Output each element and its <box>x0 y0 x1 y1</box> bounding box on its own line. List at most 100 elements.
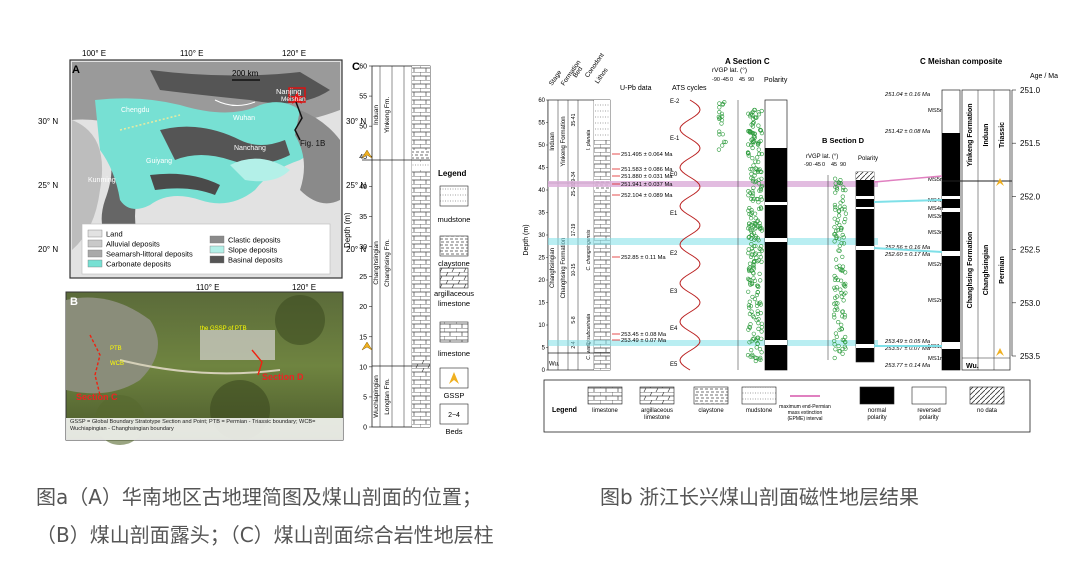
depth-tick-label: 10 <box>538 323 545 329</box>
panel-label-b: B <box>70 296 78 308</box>
column-header: Polarity <box>858 156 878 162</box>
vgp-point <box>746 251 751 256</box>
vgp-point <box>837 248 842 253</box>
vgp-point <box>756 200 761 205</box>
legend-label: argillaceous <box>641 408 673 414</box>
zone-label: MS1n <box>928 356 943 362</box>
vgp-point <box>759 197 764 202</box>
conodont-label: C. subcarinata <box>586 314 592 346</box>
vgp-point <box>843 346 848 351</box>
vgp-point <box>752 107 757 113</box>
vgp-point <box>759 350 764 355</box>
legend-label: reversed <box>917 408 940 414</box>
reversed-polarity <box>942 208 960 212</box>
composite-age-label: 252.60 ± 0.17 Ma <box>884 252 931 258</box>
vgp-point <box>719 118 725 123</box>
vgp-point <box>753 236 758 241</box>
vgp-point <box>836 320 841 325</box>
vgp-point <box>752 173 757 178</box>
depth-tick-label: 20 <box>538 278 545 284</box>
age-tick-label: 253.5 <box>1020 352 1041 361</box>
vgp-point <box>752 296 758 302</box>
vgp-point <box>755 290 760 295</box>
vgp-point <box>749 111 754 116</box>
depth-tick-label: 15 <box>538 301 545 307</box>
vgp-point <box>754 345 759 350</box>
legend-label: Slope deposits <box>228 246 277 255</box>
stage-label: Changhsingian <box>373 241 380 285</box>
lithology-fill <box>412 150 430 160</box>
legend-label: limestone <box>592 408 618 414</box>
vgp-point <box>754 255 759 260</box>
legend-label: Alluvial deposits <box>106 240 160 249</box>
upb-age-label: 252.85 ± 0.11 Ma <box>621 255 666 261</box>
vgp-point <box>746 235 751 240</box>
depth-tick-label: 0 <box>363 425 367 432</box>
vgp-point <box>756 123 761 128</box>
vgp-point <box>719 111 725 116</box>
reversed-polarity <box>856 196 874 199</box>
legend-swatch <box>87 229 103 238</box>
depth-tick-label: 60 <box>538 98 545 104</box>
vgp-point <box>753 216 758 221</box>
composite-age-label: 251.04 ± 0.16 Ma <box>884 92 931 98</box>
legend-label: Seamarsh-littoral deposits <box>106 250 193 259</box>
vgp-point <box>837 327 842 332</box>
vgp-point <box>837 349 843 354</box>
formation-label: Changhsing Fm. <box>384 239 391 287</box>
vgp-point <box>832 315 837 320</box>
vgp-point <box>717 132 722 137</box>
vgp-point <box>831 312 837 317</box>
vgp-point <box>758 127 763 132</box>
vgp-point <box>838 287 843 292</box>
stage-label: Wu. <box>549 362 560 368</box>
depth-tick-label: 55 <box>359 94 367 101</box>
panel-title: C Meishan composite <box>920 57 1003 66</box>
meishan-star-icon <box>290 91 304 104</box>
column-header: rVGP lat. (°) <box>806 154 838 160</box>
lithology-fill <box>412 162 430 170</box>
vgp-point <box>754 300 760 305</box>
vgp-point <box>759 336 764 341</box>
vgp-point <box>755 309 760 314</box>
vgp-point <box>833 257 839 262</box>
vgp-point <box>840 314 845 319</box>
vgp-point <box>751 276 756 281</box>
legend-label: maximum end-Permian <box>779 404 831 410</box>
bed-label: 10-15 <box>571 263 577 276</box>
vgp-tick-label: 0 <box>730 77 733 83</box>
vgp-point <box>839 294 844 299</box>
column-legend: Legendmudstoneclaystoneargillaceouslimes… <box>434 169 474 436</box>
vgp-point <box>840 187 846 193</box>
depth-tick-label: 25 <box>538 256 545 262</box>
vgp-point <box>749 252 755 257</box>
gssp-icon <box>996 348 1004 356</box>
photo-label: the GSSP of PTB <box>200 326 247 332</box>
legend-swatch <box>87 259 103 268</box>
vgp-point <box>833 331 839 336</box>
legend-label: limestone <box>644 415 670 421</box>
correlation-line <box>873 199 943 203</box>
depth-tick-label: 5 <box>363 394 367 401</box>
column-header: rVGP lat. (°) <box>712 66 747 74</box>
legend-swatch <box>439 267 469 289</box>
vgp-point <box>746 327 751 332</box>
stage-label: Induan <box>550 132 556 150</box>
no-data <box>856 172 874 180</box>
vgp-point <box>746 208 751 213</box>
bed-label: 17-19 <box>571 223 577 236</box>
legend-swatch <box>911 386 947 405</box>
vgp-point <box>759 248 765 253</box>
vgp-point <box>720 101 725 106</box>
vgp-point <box>838 278 844 283</box>
legend-label: Clastic deposits <box>228 236 281 245</box>
vgp-point <box>833 205 838 210</box>
place-label: Nanjing <box>276 87 301 96</box>
vgp-point <box>839 241 844 246</box>
vgp-point <box>717 109 722 115</box>
cycle-label: E4 <box>670 326 678 332</box>
vgp-point <box>746 303 752 308</box>
column-header: Polarity <box>764 77 788 84</box>
